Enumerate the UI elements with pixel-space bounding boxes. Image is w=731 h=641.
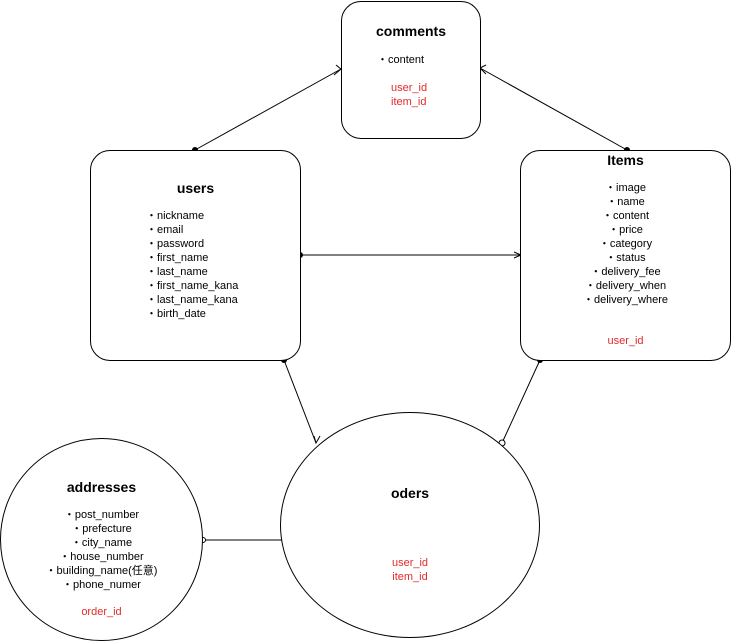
users-comments-relationship-line bbox=[194, 68, 342, 151]
items-field: ・category bbox=[598, 238, 653, 250]
users-field: ・first_name bbox=[146, 252, 209, 264]
users-field: ・password bbox=[146, 238, 205, 250]
users-field: ・email bbox=[146, 224, 184, 236]
addresses-field: ・building_name(任意) bbox=[45, 565, 158, 577]
addresses-field: ・phone_numer bbox=[62, 579, 141, 591]
users-field: ・last_name bbox=[146, 266, 208, 278]
comments-field: ・content bbox=[377, 54, 425, 66]
users-field: ・last_name_kana bbox=[146, 294, 238, 306]
items-entity[interactable]: Items ・image ・name ・content ・price ・cate… bbox=[520, 150, 731, 361]
users-entity[interactable]: users ・nickname ・email ・password ・first_… bbox=[90, 150, 301, 361]
items-field: ・name bbox=[606, 196, 645, 208]
items-foreign-key-list: user_id bbox=[521, 334, 730, 348]
comments-items-relationship-line bbox=[479, 67, 628, 151]
comments-entity[interactable]: comments ・content user_id item_id bbox=[341, 1, 481, 139]
oders-item-id-field: item_id bbox=[392, 571, 428, 583]
items-field: ・delivery_when bbox=[584, 280, 667, 292]
comments-item-id-field: item_id bbox=[391, 96, 427, 108]
addresses-field: ・house_number bbox=[59, 551, 144, 563]
oders-title: oders bbox=[390, 485, 430, 501]
users-field: ・first_name_kana bbox=[146, 280, 239, 292]
oders-foreign-key-list: user_id item_id bbox=[281, 556, 539, 584]
items-user-id-field: user_id bbox=[607, 335, 644, 347]
addresses-field: ・post_number bbox=[63, 509, 140, 521]
users-field: ・nickname bbox=[146, 210, 205, 222]
addresses-order-id-field: order_id bbox=[81, 606, 122, 618]
users-title: users bbox=[176, 180, 215, 196]
comments-foreign-key-list: user_id item_id bbox=[391, 81, 427, 109]
users-field-list: ・nickname ・email ・password ・first_name ・… bbox=[146, 209, 238, 321]
comments-user-id-field: user_id bbox=[391, 82, 428, 94]
items-field: ・image bbox=[605, 182, 646, 194]
items-field: ・content bbox=[601, 210, 650, 222]
items-field: ・delivery_where bbox=[583, 294, 668, 306]
oders-entity[interactable]: oders user_id item_id bbox=[280, 412, 540, 638]
items-field-list: ・image ・name ・content ・price ・category ・… bbox=[521, 181, 730, 307]
items-field: ・status bbox=[605, 252, 646, 264]
oders-user-id-field: user_id bbox=[391, 557, 429, 569]
comments-field-list: ・content bbox=[377, 53, 424, 67]
addresses-entity[interactable]: addresses ・post_number ・prefecture ・city… bbox=[0, 438, 203, 641]
users-field: ・birth_date bbox=[146, 308, 206, 320]
addresses-field: ・prefecture bbox=[71, 523, 132, 535]
oders-crow-foot-top-left bbox=[313, 435, 321, 445]
items-oders-relationship-line bbox=[501, 359, 541, 444]
users-oders-relationship-line bbox=[283, 359, 317, 444]
addresses-field-list: ・post_number ・prefecture ・city_name ・hou… bbox=[1, 508, 202, 592]
comments-title: comments bbox=[375, 23, 447, 39]
addresses-field: ・city_name bbox=[70, 537, 133, 549]
items-title: Items bbox=[607, 152, 644, 168]
items-field: ・delivery_fee bbox=[590, 266, 661, 278]
addresses-foreign-key-list: order_id bbox=[1, 605, 202, 619]
addresses-title: addresses bbox=[66, 479, 137, 495]
comments-crow-foot-left bbox=[333, 64, 342, 76]
items-field: ・price bbox=[608, 224, 643, 236]
